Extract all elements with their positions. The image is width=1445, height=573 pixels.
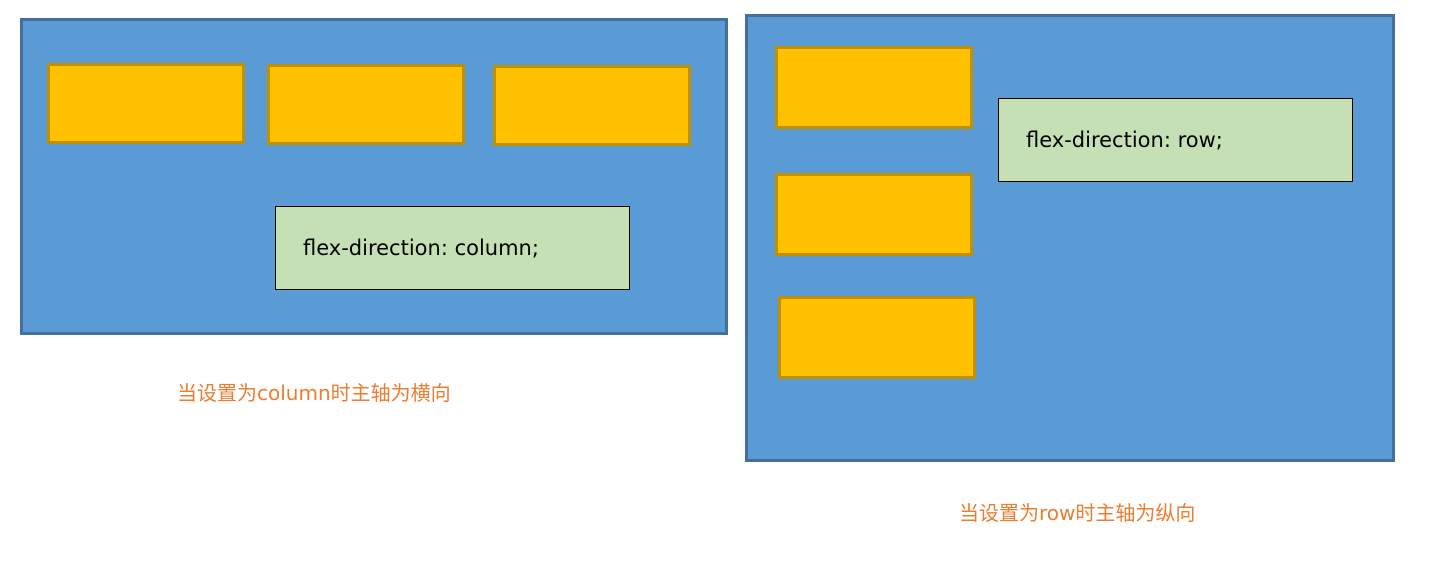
column-caption: 当设置为column时主轴为横向 [177,381,451,405]
column-flex-item-1 [47,63,245,144]
column-flex-item-2 [267,64,465,145]
column-flex-item-3 [493,65,691,146]
column-code-label: flex-direction: column; [275,206,630,290]
row-flex-item-3 [778,296,976,379]
row-flex-item-2 [775,173,973,256]
row-code-label: flex-direction: row; [998,98,1353,182]
row-flex-item-1 [775,46,973,129]
row-caption: 当设置为row时主轴为纵向 [959,501,1196,525]
